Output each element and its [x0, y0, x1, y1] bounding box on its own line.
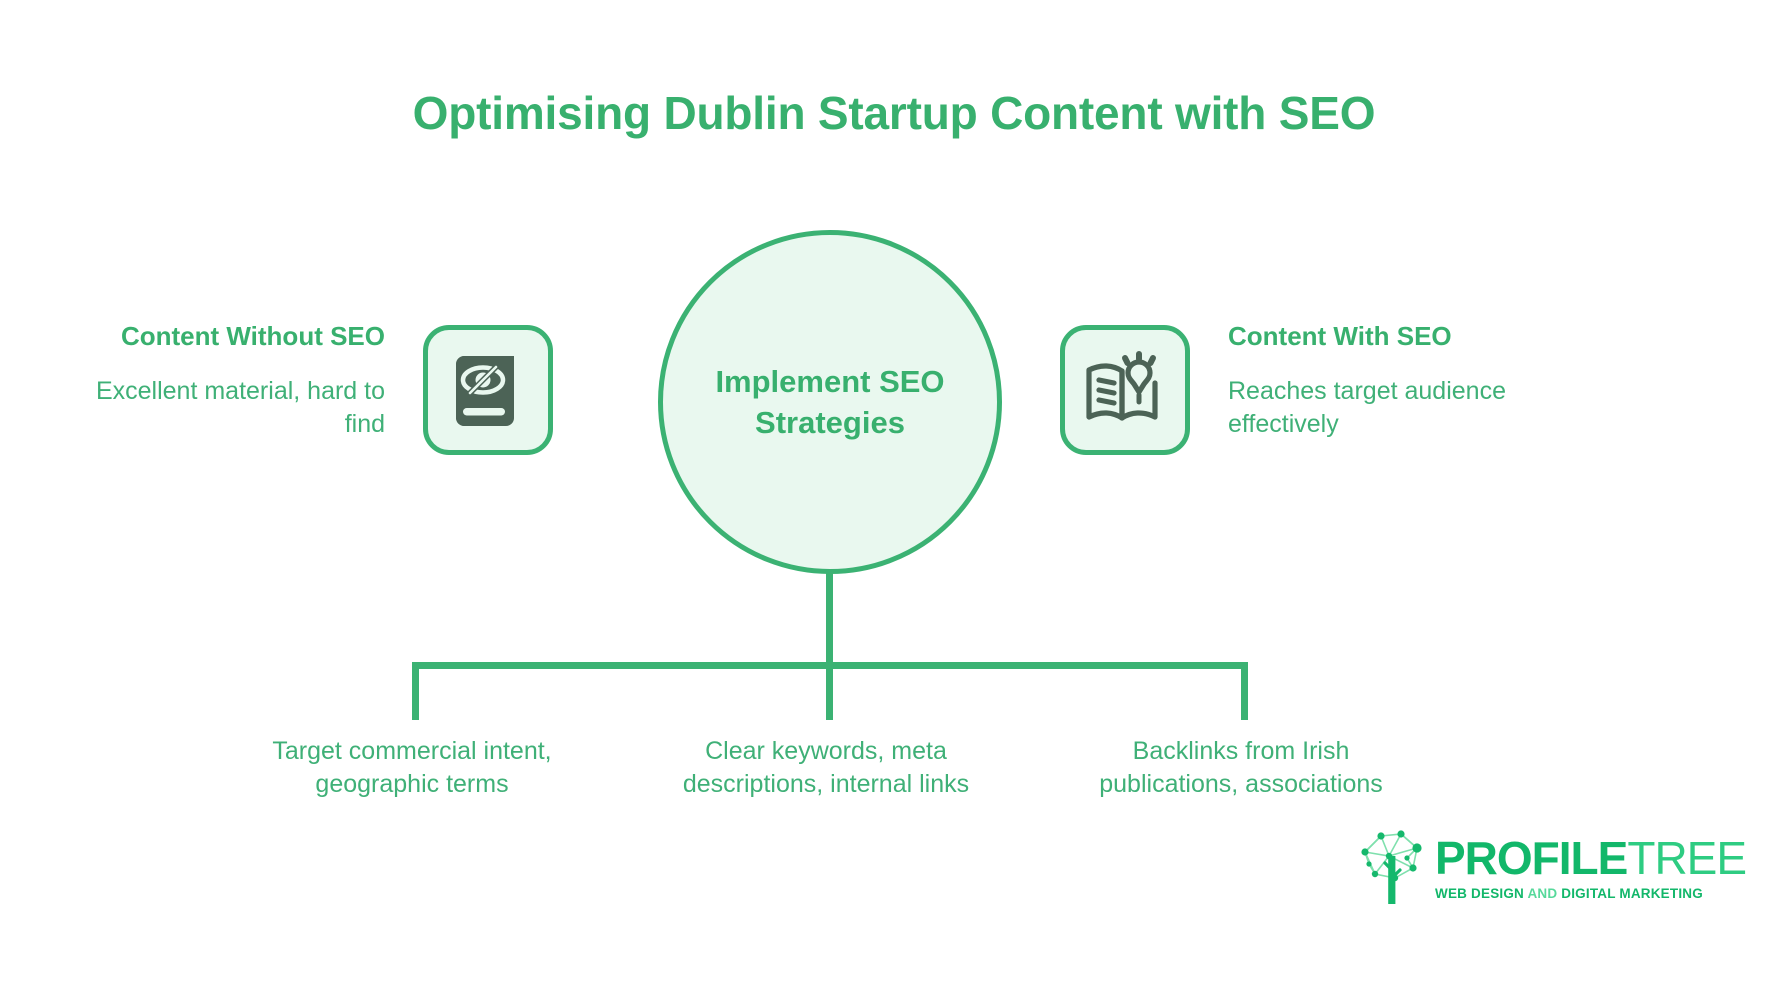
- connector-drop-left: [412, 662, 419, 720]
- right-icon-tile: [1060, 325, 1190, 455]
- connector-drop-middle: [826, 662, 833, 720]
- hidden-book-icon: [452, 350, 524, 430]
- left-description: Excellent material, hard to find: [95, 376, 385, 438]
- left-content-block: Content Without SEO Excellent material, …: [60, 320, 553, 455]
- branch-label-3: Backlinks from Irish publications, assoc…: [1099, 737, 1383, 798]
- logo-text-group: PROFILETREE WEB DESIGN AND DIGITAL MARKE…: [1435, 832, 1747, 901]
- connector-vertical-main: [826, 572, 833, 667]
- open-book-idea-icon: [1083, 350, 1167, 430]
- network-tree-logo-icon: [1355, 826, 1429, 911]
- logo-wordmark: PROFILETREE: [1435, 832, 1747, 884]
- left-icon-tile: [423, 325, 553, 455]
- logo-tagline: WEB DESIGN AND DIGITAL MARKETING: [1435, 886, 1746, 901]
- logo-tagline-part2: AND: [1527, 886, 1558, 901]
- logo-word-tree: TREE: [1627, 832, 1747, 884]
- right-description: Reaches target audience effectively: [1228, 376, 1506, 438]
- logo-word-profile: PROFILE: [1435, 832, 1628, 884]
- connector-drop-right: [1241, 662, 1248, 720]
- page-title: Optimising Dublin Startup Content with S…: [412, 87, 1376, 139]
- center-node-label: Implement SEO Strategies: [715, 363, 945, 440]
- right-heading: Content With SEO: [1228, 321, 1452, 351]
- branch-label-1: Target commercial intent, geographic ter…: [272, 737, 552, 798]
- branch-label-2: Clear keywords, meta descriptions, inter…: [682, 737, 970, 798]
- left-heading: Content Without SEO: [120, 321, 385, 351]
- left-text-group: Content Without SEO Excellent material, …: [60, 320, 423, 441]
- center-node: Implement SEO Strategies: [658, 230, 1002, 574]
- logo-tagline-part1: WEB DESIGN: [1435, 886, 1525, 901]
- right-text-group: Content With SEO Reaches target audience…: [1190, 320, 1553, 441]
- logo-tagline-part3: DIGITAL MARKETING: [1561, 886, 1703, 901]
- right-content-block: Content With SEO Reaches target audience…: [1060, 320, 1553, 455]
- profiletree-logo: PROFILETREE WEB DESIGN AND DIGITAL MARKE…: [1355, 820, 1747, 916]
